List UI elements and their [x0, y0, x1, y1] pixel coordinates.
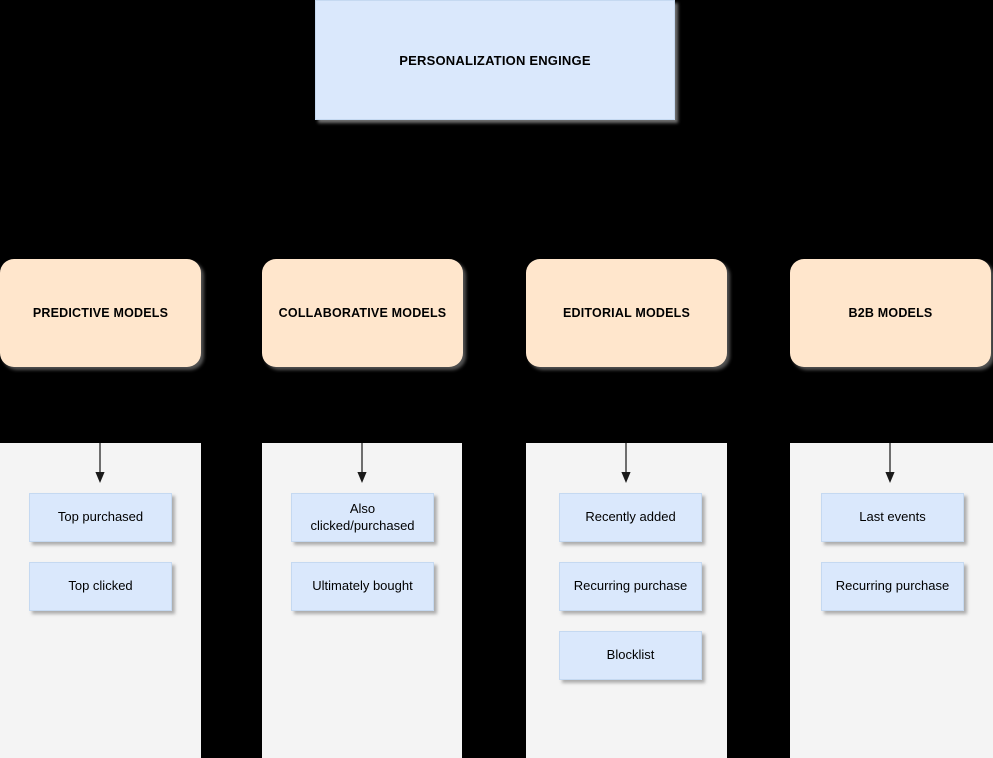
model-node-b2b[interactable]: B2B MODELS — [790, 259, 991, 367]
model-node-label: COLLABORATIVE MODELS — [278, 306, 447, 320]
leaf-node-label: Recurring purchase — [573, 578, 688, 594]
leaf-node[interactable]: Ultimately bought — [291, 562, 434, 611]
leaf-node[interactable]: Last events — [821, 493, 964, 542]
personalization-engine-label: PERSONALIZATION ENGINGE — [399, 52, 591, 68]
arrow-down-icon — [357, 443, 367, 483]
model-node-collaborative[interactable]: COLLABORATIVE MODELS — [262, 259, 463, 367]
arrow-down-icon — [621, 443, 631, 483]
leaf-node[interactable]: Recently added — [559, 493, 702, 542]
model-node-label: B2B MODELS — [848, 306, 933, 320]
leaf-node[interactable]: Recurring purchase — [821, 562, 964, 611]
arrow-down-icon — [95, 443, 105, 483]
leaf-node[interactable]: Blocklist — [559, 631, 702, 680]
model-node-editorial[interactable]: EDITORIAL MODELS — [526, 259, 727, 367]
leaf-node-label: Ultimately bought — [312, 578, 413, 594]
arrow-down-icon — [885, 443, 895, 483]
leaf-node-label: Blocklist — [606, 647, 655, 663]
leaf-node-label: Also clicked/purchased — [310, 501, 415, 533]
leaf-node-label: Top purchased — [57, 509, 144, 525]
leaf-node[interactable]: Recurring purchase — [559, 562, 702, 611]
model-node-label: EDITORIAL MODELS — [562, 306, 691, 320]
model-node-predictive[interactable]: PREDICTIVE MODELS — [0, 259, 201, 367]
column-panel-collaborative: Also clicked/purchased Ultimately bought — [262, 443, 462, 758]
leaf-node[interactable]: Top purchased — [29, 493, 172, 542]
column-panel-b2b: Last events Recurring purchase — [790, 443, 993, 758]
leaf-node[interactable]: Also clicked/purchased — [291, 493, 434, 542]
leaf-node-label: Recently added — [585, 509, 676, 525]
leaf-node-label: Top clicked — [68, 578, 133, 594]
column-panel-editorial: Recently added Recurring purchase Blockl… — [526, 443, 727, 758]
personalization-engine-node[interactable]: PERSONALIZATION ENGINGE — [315, 0, 675, 120]
model-node-label: PREDICTIVE MODELS — [32, 306, 169, 320]
leaf-node-label: Last events — [859, 509, 926, 525]
leaf-node[interactable]: Top clicked — [29, 562, 172, 611]
leaf-node-label: Recurring purchase — [835, 578, 950, 594]
column-panel-predictive: Top purchased Top clicked — [0, 443, 201, 758]
